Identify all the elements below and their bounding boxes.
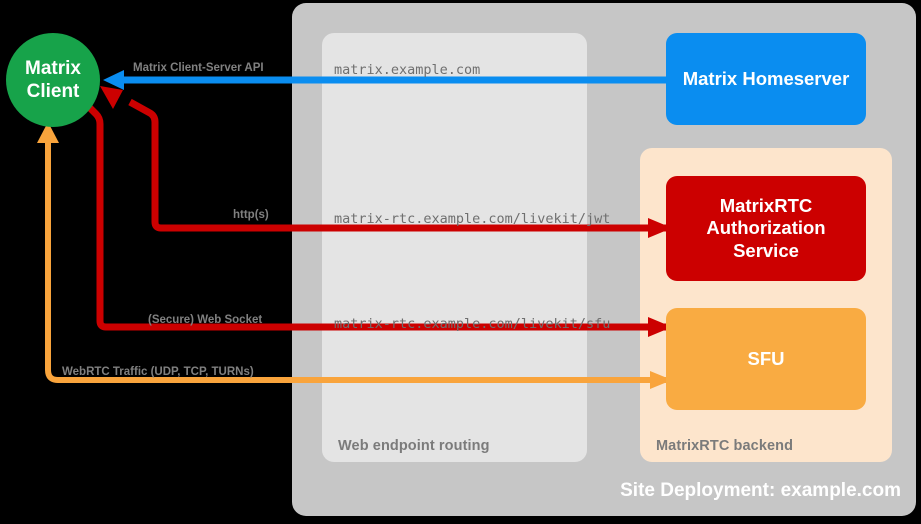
node-matrix-homeserver-label: Matrix Homeserver (682, 67, 850, 89)
caption-matrixrtc-backend: MatrixRTC backend (656, 438, 794, 454)
connection-label-secure-web-socket: (Secure) Web Socket (148, 314, 263, 326)
caption-web-endpoint-routing: Web endpoint routing (338, 438, 490, 454)
node-matrix-client[interactable]: Matrix Client (6, 33, 100, 127)
endpoint-label-livekit-sfu: matrix-rtc.example.com/livekit/sfu (334, 316, 611, 332)
connection-label-webrtc-traffic: WebRTC Traffic (UDP, TCP, TURNs) (62, 366, 254, 378)
node-auth-label-line3: Service (733, 239, 799, 261)
site-deployment-title: Site Deployment: example.com (620, 480, 901, 501)
node-sfu-label: SFU (747, 347, 785, 369)
node-auth-label-line2: Authorization (706, 217, 826, 239)
node-matrix-client-label-line2: Client (26, 81, 80, 102)
node-matrixrtc-authorization-service[interactable]: MatrixRTC Authorization Service (666, 176, 866, 281)
node-sfu[interactable]: SFU (666, 308, 866, 410)
node-auth-label-line1: MatrixRTC (719, 194, 813, 216)
endpoint-label-livekit-jwt: matrix-rtc.example.com/livekit/jwt (334, 211, 611, 227)
node-matrix-homeserver[interactable]: Matrix Homeserver (666, 33, 866, 125)
node-matrix-client-label-line1: Matrix (25, 57, 81, 79)
endpoint-label-matrix: matrix.example.com (334, 62, 481, 78)
connection-label-matrix-client-server-api: Matrix Client-Server API (133, 62, 264, 74)
connection-label-https: http(s) (233, 209, 269, 221)
web-endpoint-routing-panel (322, 33, 587, 462)
